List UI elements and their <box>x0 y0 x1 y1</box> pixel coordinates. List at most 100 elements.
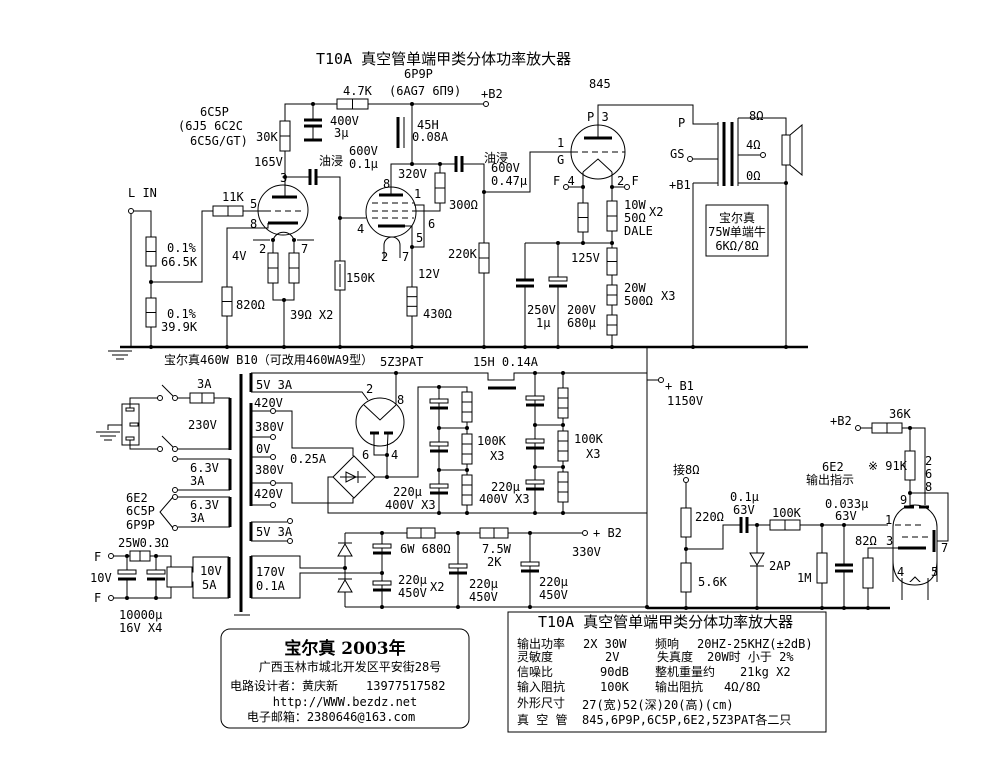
r-fil-value: 50Ω <box>624 211 646 225</box>
choke-current: 0.08A <box>412 130 449 144</box>
wire <box>373 433 387 456</box>
junction-dot <box>561 465 565 469</box>
output-pin-grid-num: 1 <box>557 136 564 150</box>
wire <box>251 555 345 569</box>
tube2-pin: 8 <box>383 177 390 191</box>
terminal <box>624 184 630 190</box>
xfmr-impedance: 6KΩ/8Ω <box>715 239 758 253</box>
resistor <box>557 430 569 462</box>
b2-supply-label: + B2 <box>593 526 622 540</box>
r-56k-label: 5.6K <box>698 575 728 589</box>
junction-dot <box>149 345 153 349</box>
resistor <box>406 286 418 317</box>
r-75w-value: 2K <box>487 555 502 569</box>
terminal <box>483 101 489 107</box>
spec-key: 灵敏度 <box>517 649 553 664</box>
junction-dot <box>842 606 846 610</box>
electrolytic-plate <box>448 563 468 569</box>
hv-res1-qty: X3 <box>490 449 504 463</box>
junction-dot <box>610 241 614 245</box>
junction-dot <box>684 606 688 610</box>
junction-dot <box>456 605 460 609</box>
r-lower-tol: 0.1% <box>167 307 197 321</box>
junction-dot <box>528 605 532 609</box>
electrolytic-plate <box>429 398 449 404</box>
wire <box>414 203 441 212</box>
terminal <box>172 494 178 500</box>
junction-dot <box>820 606 824 610</box>
junction-dot <box>437 426 441 430</box>
electrolytic-plate <box>525 395 545 401</box>
electrolytic-plate <box>429 483 449 489</box>
lv-cap1-voltage: 450V <box>398 586 427 600</box>
rect-pin: 6 <box>362 448 369 462</box>
mask <box>890 582 940 642</box>
junction-dot <box>385 475 389 479</box>
electrolytic-plate <box>429 441 449 447</box>
credits-email[interactable]: 电子邮箱：2380646@163.com <box>247 709 415 724</box>
terminal <box>157 446 163 452</box>
wire <box>192 556 229 573</box>
spec-value: 27(宽)52(深)20(高)(cm) <box>582 697 734 712</box>
wire <box>150 555 172 568</box>
cap1-value: 0.1μ <box>349 157 378 171</box>
junction-dot <box>755 606 759 610</box>
tube2-pin: 7 <box>402 250 409 264</box>
wire <box>646 373 658 381</box>
output-pin-grid: G <box>557 153 564 167</box>
fil-tube: 6P9P <box>126 518 155 532</box>
wire <box>390 163 455 195</box>
hv-cap1-spec: 400V X3 <box>385 498 436 512</box>
b2-label: +B2 <box>481 87 503 101</box>
diode-icon <box>337 579 353 593</box>
credits-url[interactable]: http://WWW.bezdz.net <box>273 695 418 709</box>
terminal <box>563 184 569 190</box>
bridge-rectifier-icon <box>166 566 193 588</box>
output-tube-name: 845 <box>589 77 611 91</box>
tube-heater <box>383 236 401 258</box>
switch-icon <box>161 384 176 399</box>
b1-voltage: 1150V <box>667 394 703 408</box>
r-820-label: 820Ω <box>236 298 265 312</box>
terminal <box>108 595 114 601</box>
terminal <box>760 152 766 158</box>
r-upper-val: 66.5K <box>161 255 198 269</box>
credits-box: 宝尔真 2003年 广西玉林市城北开发区平安街28号 电路设计者：黄庆新 139… <box>220 628 470 729</box>
resistor <box>461 474 473 506</box>
r-430-label: 430Ω <box>423 307 452 321</box>
ind-pin: 1 <box>885 513 892 527</box>
choke-label: 45H <box>417 118 439 132</box>
terminal <box>683 477 689 483</box>
spec-table-border <box>507 611 827 733</box>
resistor <box>461 433 473 465</box>
cap-a-voltage: 250V <box>527 303 556 317</box>
lv-cap1-value: 220μ <box>398 573 427 587</box>
terminal <box>172 446 178 452</box>
terminal <box>172 395 178 401</box>
electrolytic-plate <box>372 543 392 549</box>
indicator-labels: +B2 36K ※ 91K 2 6 8 接8Ω 220Ω 5.6K 0.1μ 6… <box>673 407 948 589</box>
r-upper-tol: 0.1% <box>167 241 197 255</box>
tube2-pin: 1 <box>414 187 421 201</box>
tap-label: 420V <box>254 487 283 501</box>
spec-row: 灵敏度 2V 失真度 20W时 小于 2% <box>517 649 794 664</box>
r-decouple-label: 4.7K <box>343 84 373 98</box>
junction-dot <box>482 345 486 349</box>
tube-6c5p-envelope <box>257 184 309 236</box>
fil-box-current: 5A <box>202 578 217 592</box>
electrolytic-plate <box>117 569 137 575</box>
tap-label: 380V <box>255 420 284 434</box>
fil-tube: 6E2 <box>126 491 148 505</box>
spec-value: 20W时 小于 2% <box>707 650 794 664</box>
spec-key: 输出功率 <box>517 636 565 651</box>
wire <box>738 117 787 135</box>
junction-dot <box>225 345 229 349</box>
junction-dot <box>784 345 788 349</box>
wire <box>316 176 341 261</box>
wire <box>327 476 647 514</box>
spec-row: 信噪比 90dB 整机重量约 21kg X2 <box>517 664 791 679</box>
xfmr-model: 75W单端牛 <box>708 224 766 239</box>
r-75w-power: 7.5W <box>482 542 512 556</box>
xfmr-gs-label: GS <box>670 147 684 161</box>
junction-dot <box>437 468 441 472</box>
